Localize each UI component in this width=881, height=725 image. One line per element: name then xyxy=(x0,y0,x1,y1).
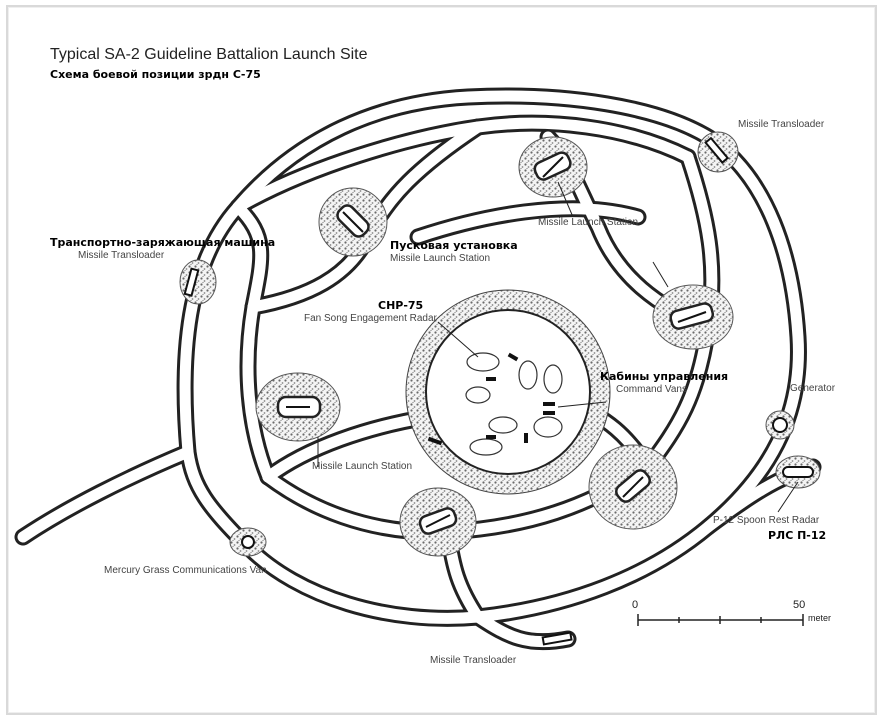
radar-complex xyxy=(405,289,611,495)
label-launch-station-center: Missile Launch Station xyxy=(390,253,491,264)
label-command-vans-en: Command Vans xyxy=(616,384,687,395)
label-radar-ru: СНР-75 xyxy=(378,299,424,312)
launch-station-west xyxy=(255,372,341,442)
label-transloader-ne: Missile Transloader xyxy=(738,119,825,130)
label-command-vans-ru: Кабины управления xyxy=(600,370,729,383)
diagram-subtitle: Схема боевой позиции зрдн С-75 xyxy=(50,68,261,81)
label-transloader-west-en: Missile Transloader xyxy=(78,250,165,261)
comms-van-pad xyxy=(229,527,267,557)
launch-station-east xyxy=(652,284,734,350)
support-pads xyxy=(179,131,821,646)
diagram-frame: Typical SA-2 Guideline Battalion Launch … xyxy=(6,5,877,715)
label-p12-radar-ru: РЛС П-12 xyxy=(768,529,827,542)
generator-pad xyxy=(765,410,795,440)
label-launcher-ru: Пусковая установка xyxy=(390,239,518,252)
label-launch-station-southwest: Missile Launch Station xyxy=(312,461,413,472)
transloader-s xyxy=(541,631,573,646)
label-transloader-south: Missile Transloader xyxy=(430,655,517,666)
leader-lines xyxy=(317,181,799,513)
scale-unit-label: meter xyxy=(808,613,832,623)
label-generator: Generator xyxy=(790,383,836,394)
launch-station-south xyxy=(399,487,477,557)
launch-station-southeast xyxy=(588,444,678,530)
diagram-title: Typical SA-2 Guideline Battalion Launch … xyxy=(50,46,368,63)
launch-site-map xyxy=(14,87,822,651)
transloader-w xyxy=(179,259,217,305)
transloader-ne xyxy=(697,131,739,173)
command-vans xyxy=(465,352,563,456)
launch-station-northwest xyxy=(318,187,388,257)
label-p12-radar-en: P-12 Spoon Rest Radar xyxy=(713,515,820,526)
scale-start-label: 0 xyxy=(632,599,639,611)
label-radar-en: Fan Song Engagement Radar xyxy=(304,313,437,324)
label-comms-van: Mercury Grass Communications Van xyxy=(104,565,267,576)
scale-end-label: 50 xyxy=(793,599,806,611)
label-transloader-west-ru: Транспортно-заряжающая машина xyxy=(50,236,276,249)
launch-station-north xyxy=(518,136,588,198)
label-launch-station-north: Missile Launch Station xyxy=(538,217,639,228)
launch-stations xyxy=(255,136,734,557)
p12-radar-pad xyxy=(775,455,821,489)
scale-bar xyxy=(637,614,804,626)
